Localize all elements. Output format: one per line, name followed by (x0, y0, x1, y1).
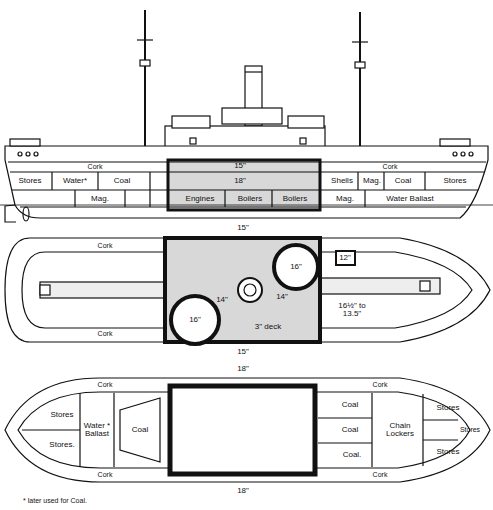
part-label: Cork (98, 330, 113, 337)
part-label: Water * Ballast (81, 422, 113, 439)
part-label: Shells (331, 177, 353, 185)
part-label: 15" (234, 162, 246, 170)
part-label: 18" (237, 365, 249, 373)
part-label: Boilers (238, 195, 262, 203)
part-label: 18" (237, 487, 249, 495)
part-label: Stores (50, 411, 73, 419)
part-label: 16½" to 13.5" (332, 302, 372, 319)
part-label: Stores (18, 177, 41, 185)
part-label: 12" (339, 254, 351, 262)
part-label: Stores (436, 404, 459, 412)
part-label: Cork (373, 381, 388, 388)
part-label: Stores (436, 448, 459, 456)
part-label: Water* (63, 177, 87, 185)
part-label: 16" (189, 316, 201, 324)
part-label: 16" (290, 263, 302, 271)
part-label: Cork (88, 163, 103, 170)
part-label: Coal (342, 401, 358, 409)
part-label: Engines (186, 195, 215, 203)
part-label: Mag. (336, 195, 354, 203)
part-label: 18" (234, 177, 246, 185)
part-label: Cork (98, 381, 113, 388)
part-label: Cork (373, 471, 388, 478)
part-label: Chain Lockers (380, 422, 420, 439)
part-label: Water Ballast (386, 195, 433, 203)
part-label: Coal. (343, 451, 362, 459)
part-label: Cork (383, 163, 398, 170)
part-label: 15" (237, 348, 249, 356)
part-label: 14" (276, 293, 288, 301)
part-label: 3" deck (255, 323, 281, 331)
part-label: Stores (443, 177, 466, 185)
part-label: * later used for Coal. (23, 497, 87, 504)
part-label: 14" (216, 296, 228, 304)
part-label: Stores (460, 426, 480, 433)
part-label: Coal (395, 177, 411, 185)
part-label: Coal (114, 177, 130, 185)
part-label: Boilers (283, 195, 307, 203)
part-label: Coal (132, 426, 148, 434)
part-label: Coal (342, 426, 358, 434)
part-label: 15" (237, 224, 249, 232)
part-label: Mag. (363, 177, 381, 185)
part-label: Stores. (49, 441, 74, 449)
part-label: Cork (98, 242, 113, 249)
part-label: Mag. (91, 195, 109, 203)
part-label: Cork (98, 471, 113, 478)
